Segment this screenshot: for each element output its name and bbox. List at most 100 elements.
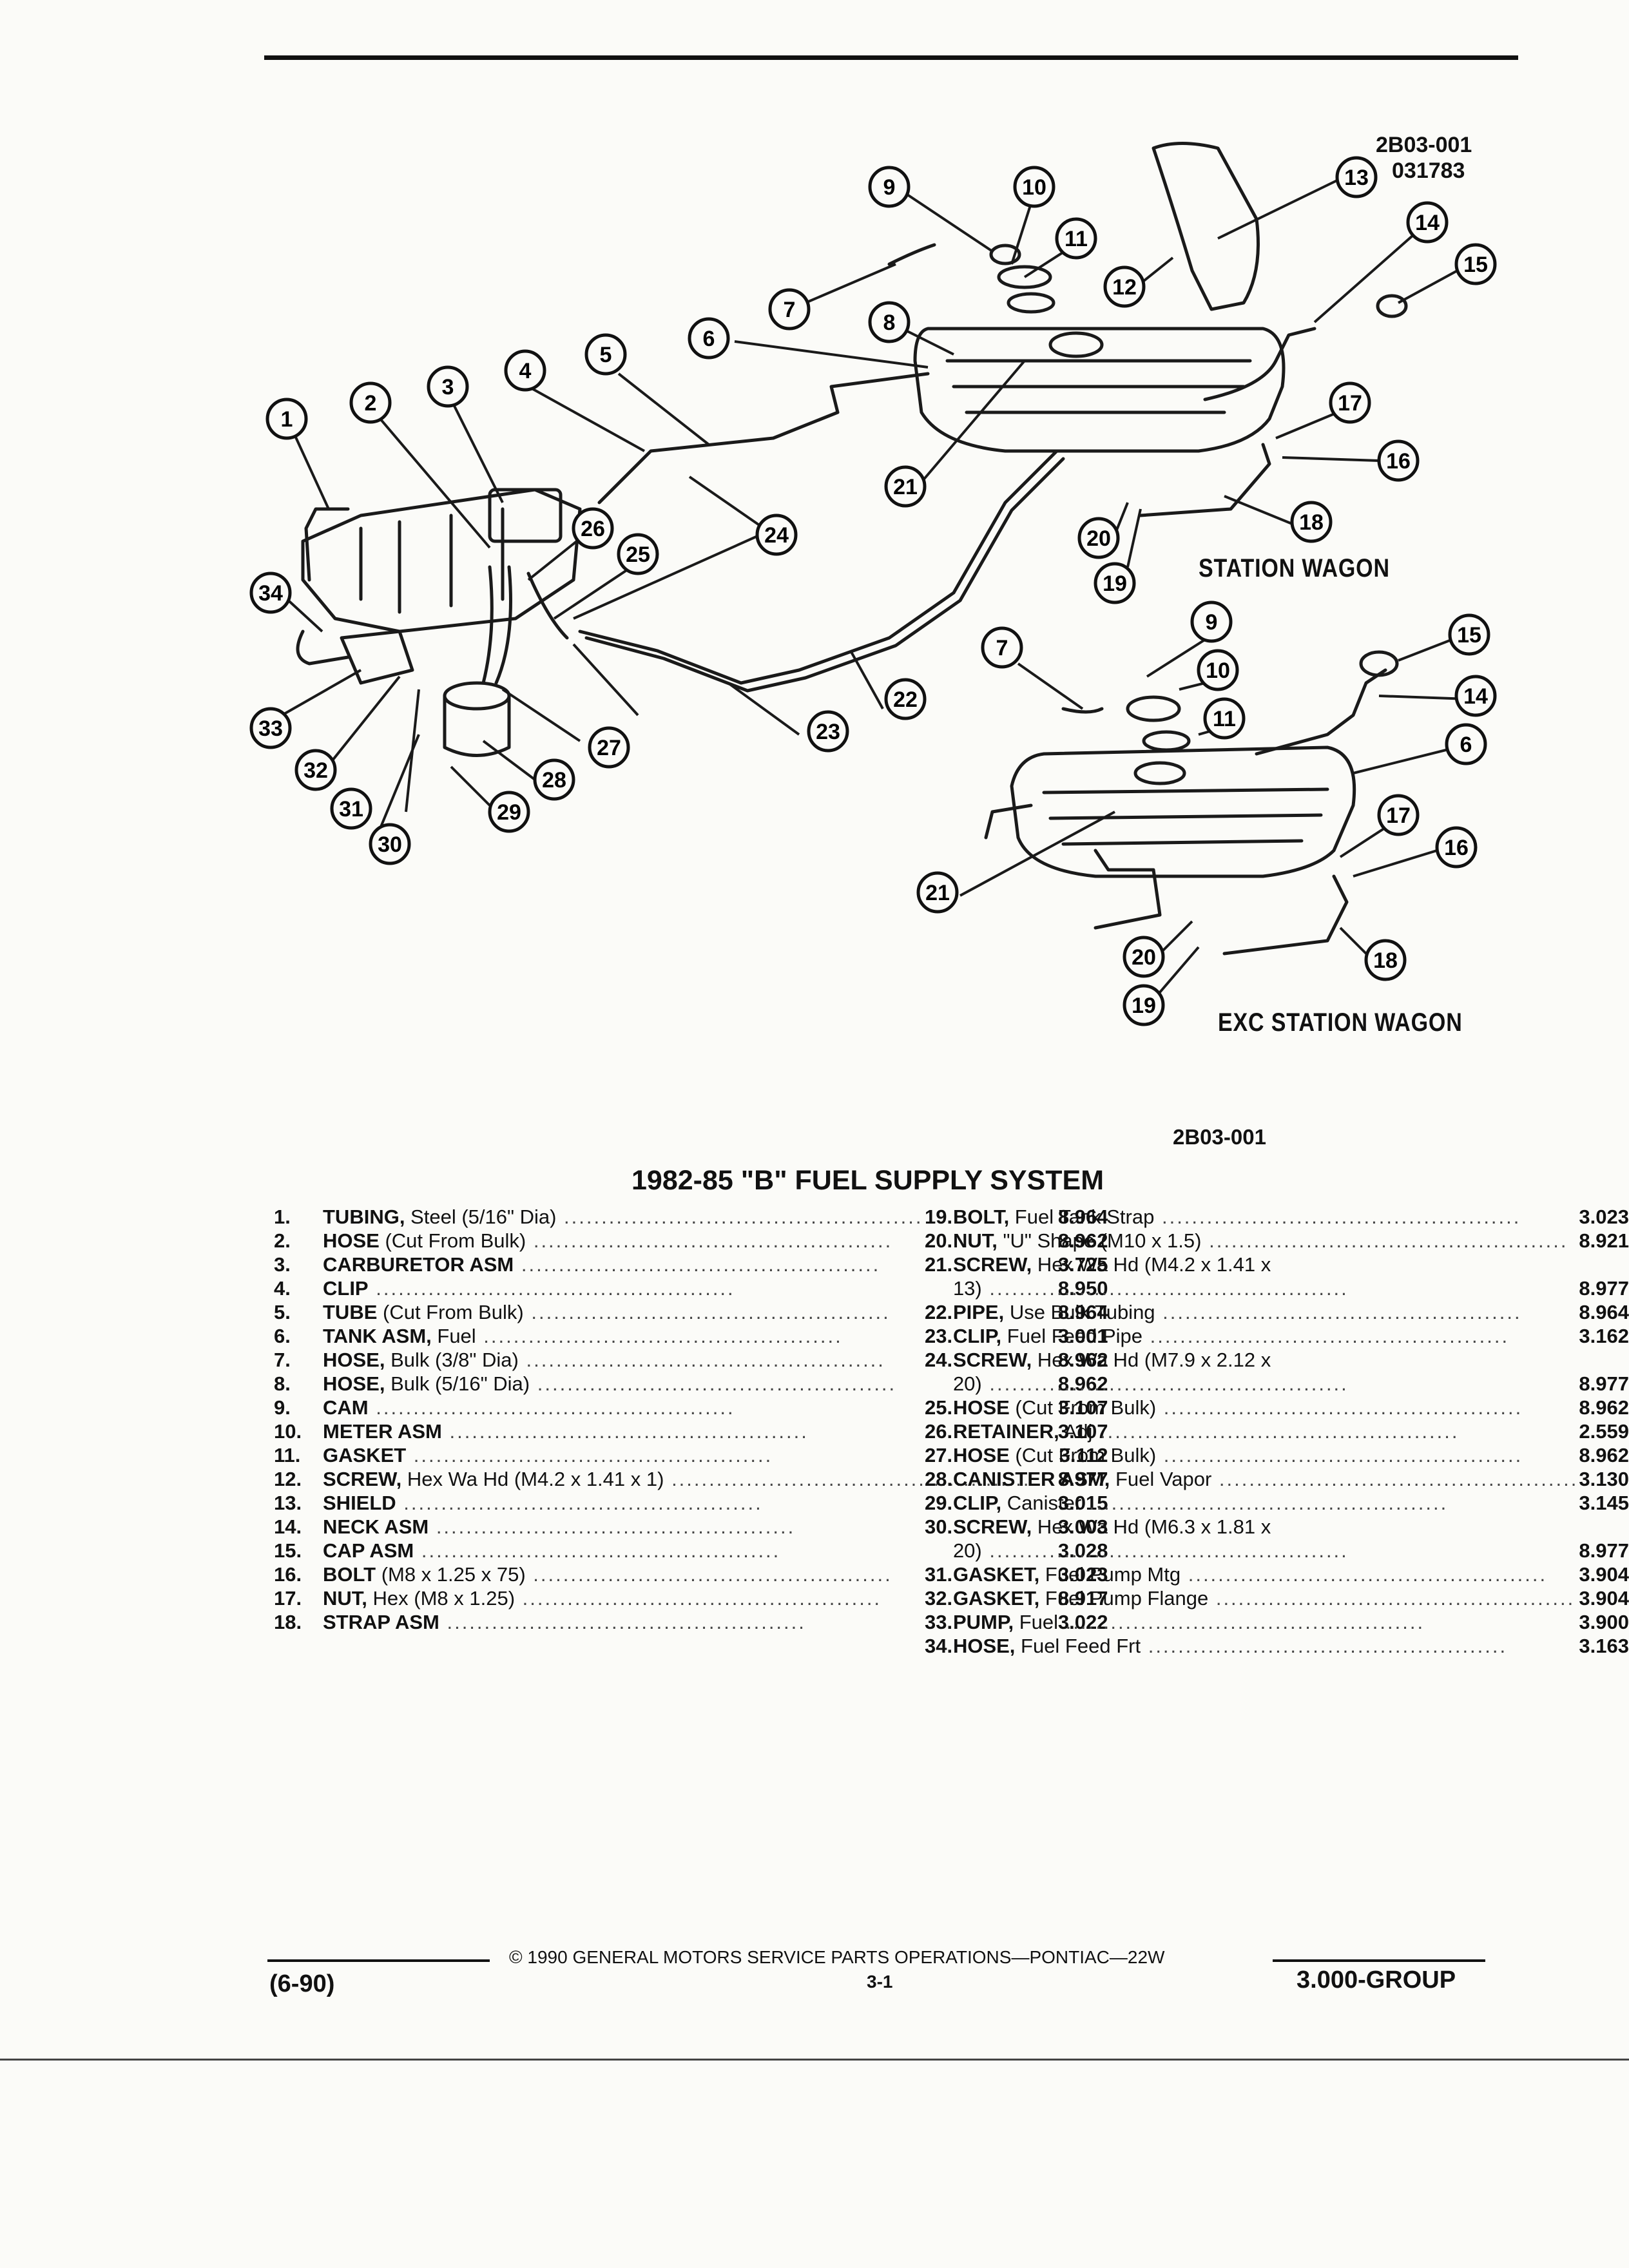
svg-text:27: 27 — [597, 736, 621, 760]
group-number: 8.962 — [1057, 1372, 1108, 1395]
part-name: CLIP, — [952, 1492, 1002, 1514]
svg-text:30: 30 — [378, 832, 402, 857]
part-name: STRAP ASM — [323, 1611, 439, 1633]
part-description: TANK ASM, Fuel .........................… — [323, 1324, 1030, 1348]
group-number: 3.900 — [1579, 1611, 1629, 1633]
group-number: 3.162 — [1579, 1325, 1629, 1347]
fuel-system-diagram: 1 2 3 4 5 6 7 8 9 10 11 12 13 14 15 16 1… — [249, 142, 1497, 1026]
leader-dots: ........................................… — [429, 1515, 796, 1538]
part-description: CLIP, Canister .........................… — [953, 1491, 1578, 1515]
part-name: SCREW, — [952, 1349, 1032, 1371]
callout-29: 29 — [488, 791, 530, 833]
parts-row: 24.SCREW, Hex Wa Hd (M7.9 x 2.12 x — [925, 1348, 1629, 1372]
leader-dots: ........................................… — [1156, 1444, 1523, 1466]
part-description: TUBE (Cut From Bulk) ...................… — [323, 1300, 1030, 1324]
svg-text:17: 17 — [1386, 803, 1411, 828]
part-desc-text: Bulk (5/16" Dia) — [385, 1372, 530, 1395]
part-number: 26. — [925, 1420, 953, 1443]
diagram-line — [1224, 495, 1296, 526]
part-number: 19. — [925, 1206, 953, 1228]
leader-dots: ........................................… — [514, 1253, 881, 1276]
part-description: SCREW, Hex Wa Hd (M4.2 x 1.41 x 1) .....… — [323, 1467, 1030, 1491]
part-number: 11. — [274, 1444, 301, 1466]
callout-32: 32 — [294, 749, 337, 791]
leader-dots: ........................................… — [1154, 1206, 1521, 1228]
part-desc-text: Fuel Vapor — [1110, 1468, 1212, 1490]
leader-dots: ........................................… — [556, 1206, 923, 1228]
parts-row: 17.NUT, Hex (M8 x 1.25) ................… — [274, 1586, 1108, 1610]
part-description: 20) ....................................… — [953, 1539, 1578, 1562]
part-desc-text: "U" Shape (M10 x 1.5) — [997, 1229, 1202, 1252]
svg-text:9: 9 — [883, 175, 896, 200]
diagram-line — [584, 457, 1065, 693]
callout-13: 13 — [1335, 156, 1378, 198]
part-description: TUBING, Steel (5/16" Dia) ..............… — [323, 1205, 1030, 1229]
part-name: HOSE, — [323, 1349, 385, 1371]
leader-dots: ........................................… — [414, 1539, 781, 1562]
parts-row: 20) ....................................… — [925, 1539, 1629, 1562]
leader-dots: ........................................… — [1156, 1396, 1523, 1419]
footer-rule-left — [267, 1959, 490, 1962]
part-name: NUT, — [323, 1587, 367, 1610]
part-description: SCREW, Hex Wa Hd (M4.2 x 1.41 x — [953, 1253, 1578, 1276]
diagram-line — [727, 682, 800, 736]
callout-24: 24 — [755, 514, 798, 556]
parts-row: 11.GASKET ..............................… — [274, 1443, 1108, 1467]
callout-19: 19 — [1094, 562, 1136, 604]
page-title: 1982-85 "B" FUEL SUPPLY SYSTEM — [631, 1165, 1104, 1196]
diagram-line — [989, 244, 1021, 265]
leader-dots: ........................................… — [515, 1587, 882, 1610]
callout-9: 9 — [868, 166, 911, 208]
group-number: 3.028 — [1057, 1539, 1108, 1562]
svg-text:22: 22 — [893, 687, 918, 712]
footer-group: 3.000-GROUP — [1296, 1966, 1456, 1994]
part-number: 1. — [274, 1206, 291, 1228]
diagram-line — [1313, 224, 1425, 323]
diagram-line — [914, 360, 1026, 491]
callout-18b: 18 — [1364, 939, 1407, 981]
svg-text:28: 28 — [542, 768, 566, 793]
part-description: SCREW, Hex Wa Hd (M6.3 x 1.81 x — [953, 1515, 1578, 1539]
part-description: NECK ASM ...............................… — [323, 1515, 1030, 1539]
part-desc-text: Fuel Feed Pipe — [1001, 1325, 1143, 1347]
part-name: GASKET — [323, 1444, 407, 1466]
part-desc-text: 20) — [952, 1372, 982, 1395]
diagram-line — [901, 327, 954, 356]
callout-9b: 9 — [1190, 601, 1233, 643]
svg-text:21: 21 — [893, 475, 918, 499]
part-name: BOLT, — [952, 1206, 1010, 1228]
diagram-line — [959, 811, 1115, 897]
diagram-line — [405, 689, 420, 812]
leader-dots: ........................................… — [664, 1468, 1031, 1490]
svg-text:24: 24 — [764, 523, 789, 548]
diagram-line — [1159, 946, 1200, 994]
group-number: 3.015 — [1057, 1492, 1108, 1514]
group-number: 3.022 — [1057, 1611, 1108, 1633]
parts-row: 22.PIPE, Use Bulk Tubing ...............… — [925, 1300, 1629, 1324]
diagram-line — [573, 533, 761, 620]
diagram-line — [1017, 662, 1084, 710]
diagram-line — [887, 243, 936, 266]
part-number: 16. — [274, 1563, 302, 1586]
part-number: 31. — [925, 1563, 953, 1586]
part-number: 18. — [274, 1611, 302, 1633]
part-name: GASKET, — [952, 1587, 1040, 1610]
part-name: METER ASM — [323, 1420, 442, 1443]
part-number — [925, 1276, 953, 1300]
part-name: CARBURETOR ASM — [323, 1253, 514, 1276]
part-number: 25. — [925, 1396, 953, 1419]
part-number: 30. — [925, 1515, 953, 1538]
diagram-line — [482, 740, 536, 781]
part-desc-text: 20) — [952, 1539, 982, 1562]
group-number: 3.023 — [1057, 1563, 1108, 1586]
part-description: PIPE, Use Bulk Tubing ..................… — [953, 1300, 1578, 1324]
callout-23: 23 — [807, 710, 849, 753]
part-name: CLIP, — [952, 1325, 1002, 1347]
callout-5: 5 — [584, 333, 627, 376]
part-name: BOLT — [323, 1563, 376, 1586]
top-rule — [264, 55, 1518, 60]
part-number: 22. — [925, 1301, 953, 1323]
svg-text:14: 14 — [1415, 211, 1440, 235]
part-description: STRAP ASM ..............................… — [323, 1610, 1030, 1634]
part-desc-text: Adj — [1059, 1420, 1093, 1443]
